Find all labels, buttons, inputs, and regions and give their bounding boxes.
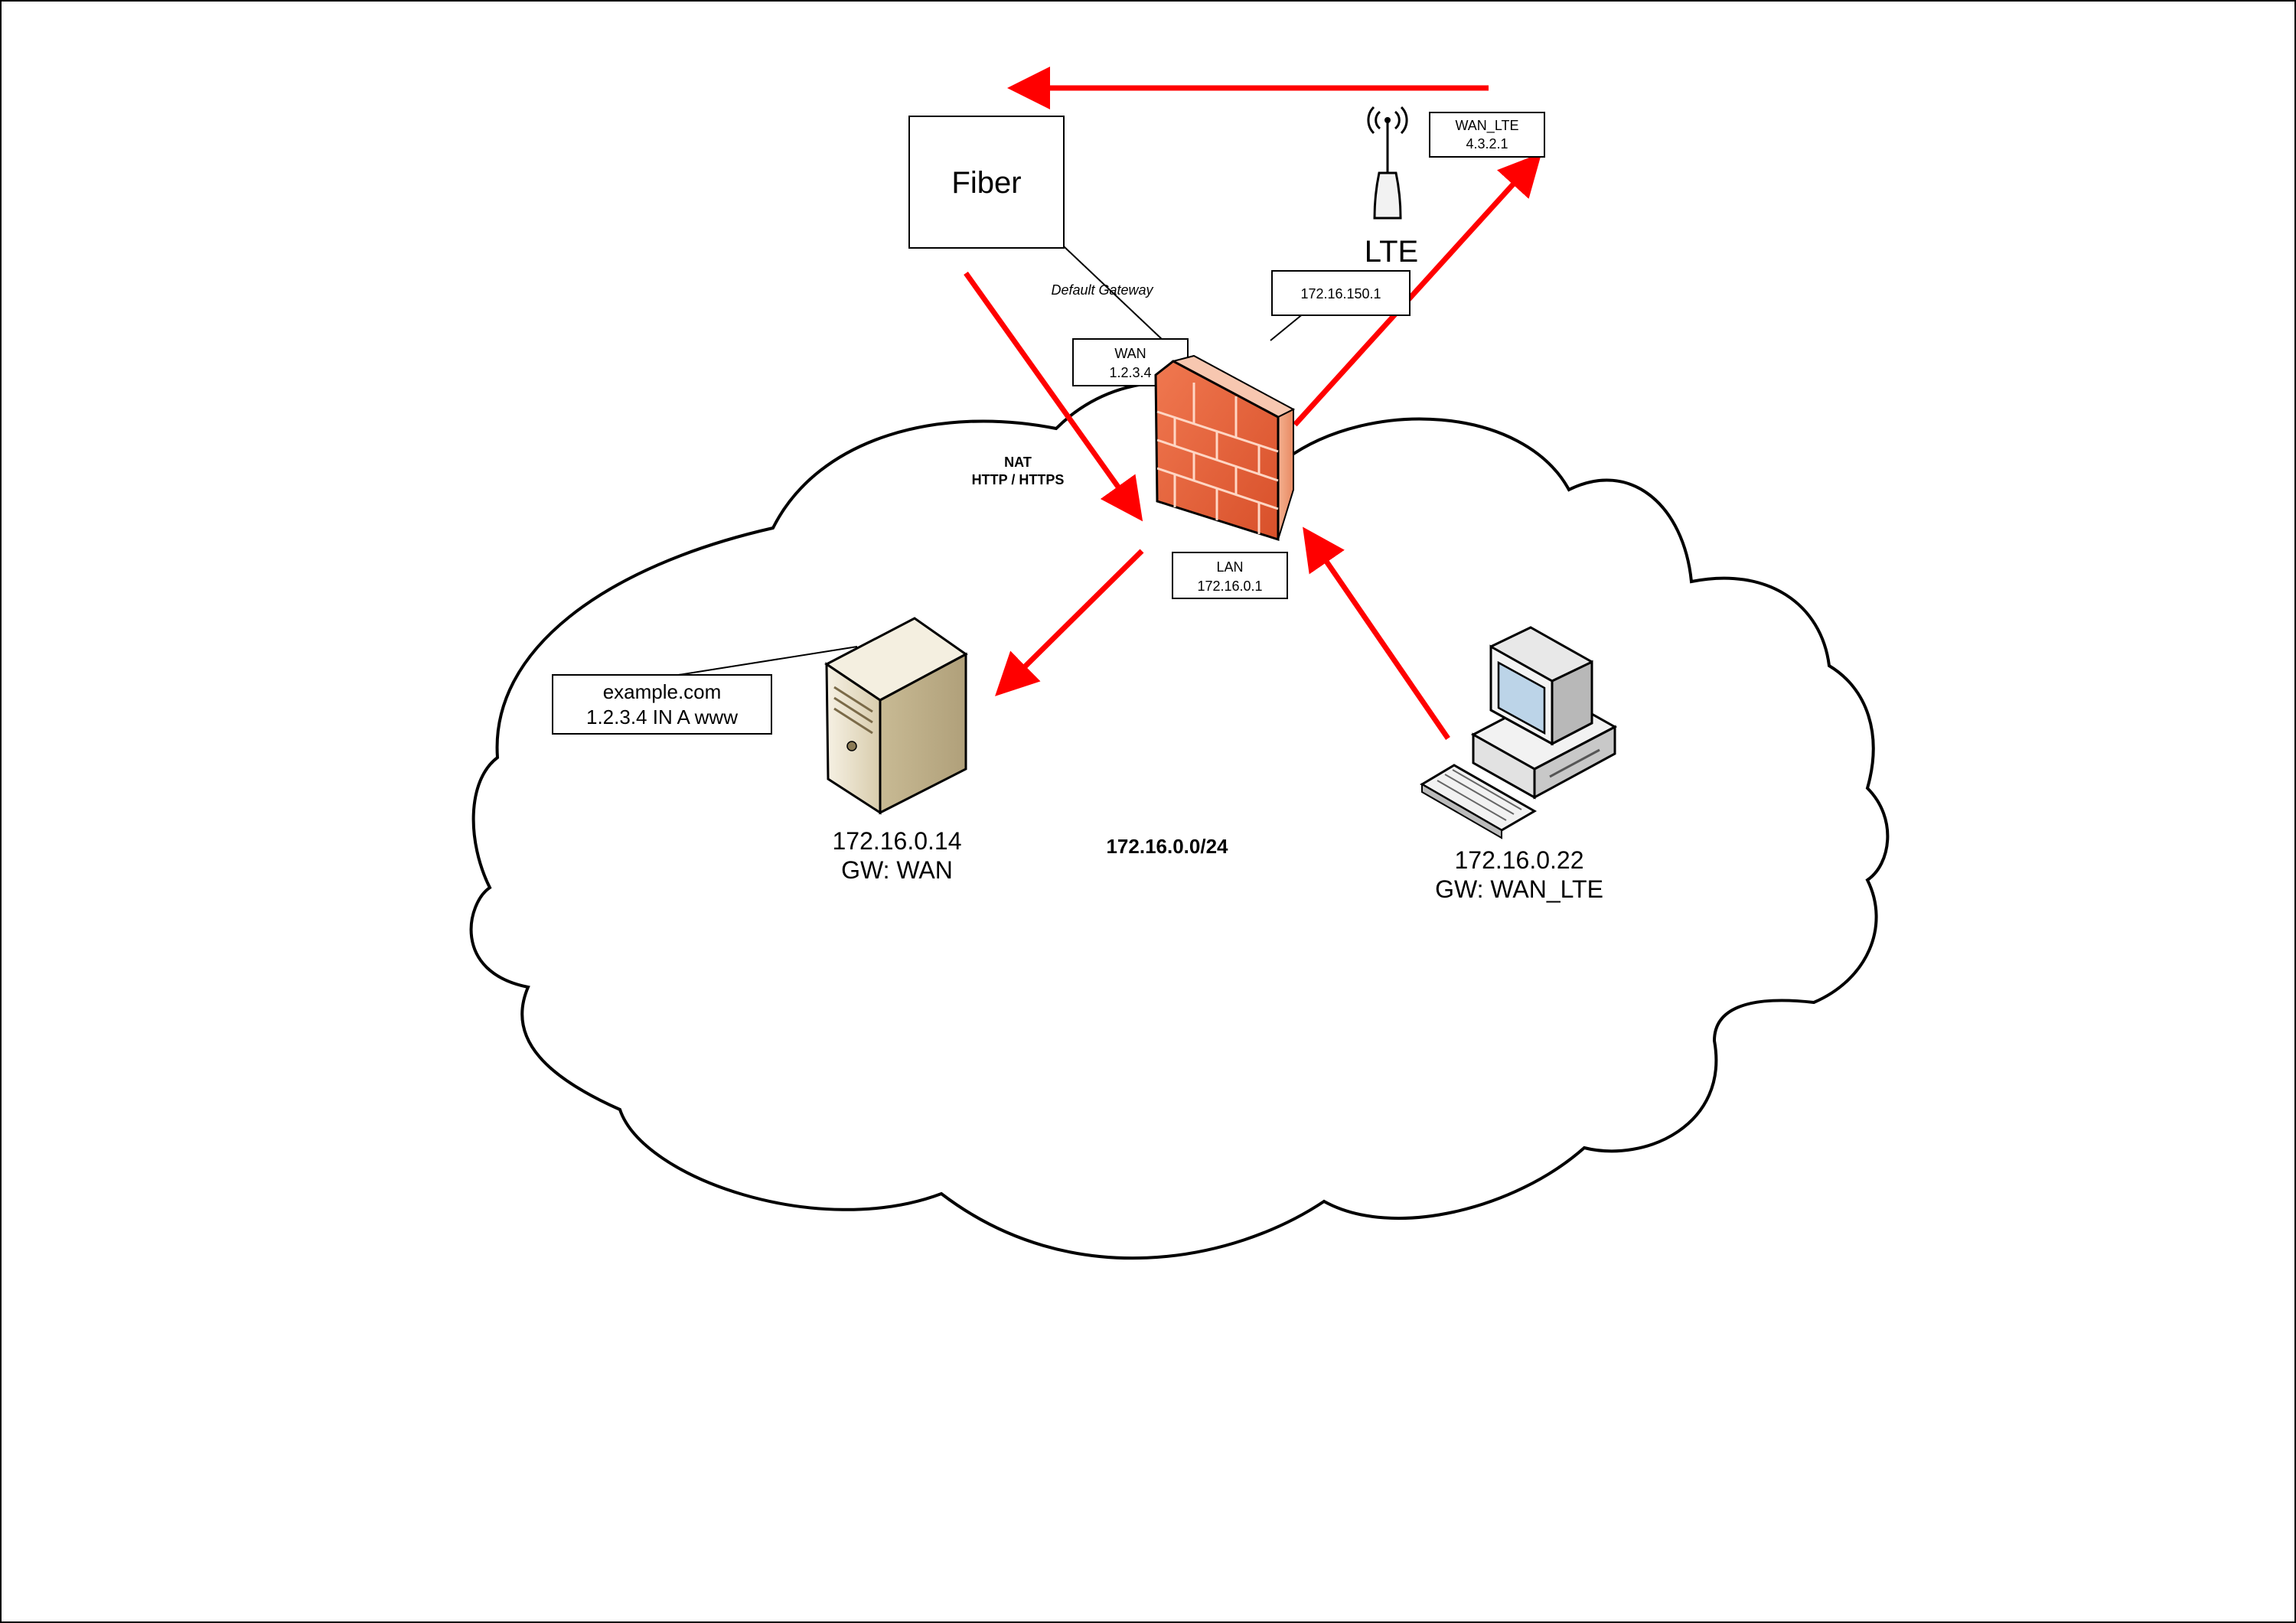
server-node[interactable]: 172.16.0.14 GW: WAN [824, 617, 968, 884]
lan-name: LAN [1216, 559, 1243, 575]
lte-node[interactable]: LTE [1365, 106, 1418, 269]
computer-icon [1420, 626, 1618, 839]
traffic-arrows [964, 67, 1542, 740]
server-gateway: GW: WAN [841, 856, 953, 884]
lan-box[interactable]: LAN 172.16.0.1 [1172, 552, 1288, 599]
dns-record: 1.2.3.4 IN A www [586, 706, 738, 728]
arrow-fiber-to-firewall [964, 271, 1143, 522]
dns-record-box[interactable]: example.com 1.2.3.4 IN A www [552, 674, 772, 735]
lte-local-box[interactable]: 172.16.150.1 [1271, 270, 1411, 316]
arrow-firewall-to-server [995, 549, 1144, 696]
subnet-label: 172.16.0.0/24 [1106, 835, 1228, 858]
workstation-node[interactable]: 172.16.0.22 GW: WAN_LTE [1420, 626, 1618, 903]
nat-label: NAT [1004, 455, 1032, 470]
antenna-icon [1367, 106, 1408, 220]
firewall-icon [1154, 354, 1296, 542]
wan-name: WAN [1114, 346, 1146, 361]
wan-lte-ip: 4.3.2.1 [1466, 136, 1508, 152]
lte-label: LTE [1365, 235, 1418, 269]
workstation-gateway: GW: WAN_LTE [1435, 875, 1603, 903]
arrow-firewall-to-lte [1293, 152, 1542, 427]
server-icon [824, 617, 968, 815]
fiber-label: Fiber [951, 166, 1021, 200]
arrow-workstation-to-firewall [1303, 526, 1450, 740]
server-ip: 172.16.0.14 [832, 827, 961, 855]
workstation-ip: 172.16.0.22 [1454, 846, 1583, 874]
lan-cloud [469, 381, 1890, 1260]
firewall-node[interactable] [1154, 354, 1296, 542]
dns-domain: example.com [603, 680, 722, 703]
wan-lte-box[interactable]: WAN_LTE 4.3.2.1 [1429, 112, 1545, 158]
nat-protocols-label: HTTP / HTTPS [972, 472, 1065, 487]
fiber-node[interactable]: Fiber [908, 116, 1065, 249]
fiber-to-wan-line [1063, 246, 1164, 341]
fiber-box [908, 116, 1065, 249]
dns-to-server-line [673, 646, 858, 676]
wan-ip: 1.2.3.4 [1109, 365, 1151, 380]
wan-lte-name: WAN_LTE [1455, 118, 1518, 134]
lan-ip: 172.16.0.1 [1197, 578, 1262, 594]
lte-local-ip: 172.16.150.1 [1300, 286, 1381, 301]
default-gateway-label: Default Gateway [1051, 282, 1153, 298]
